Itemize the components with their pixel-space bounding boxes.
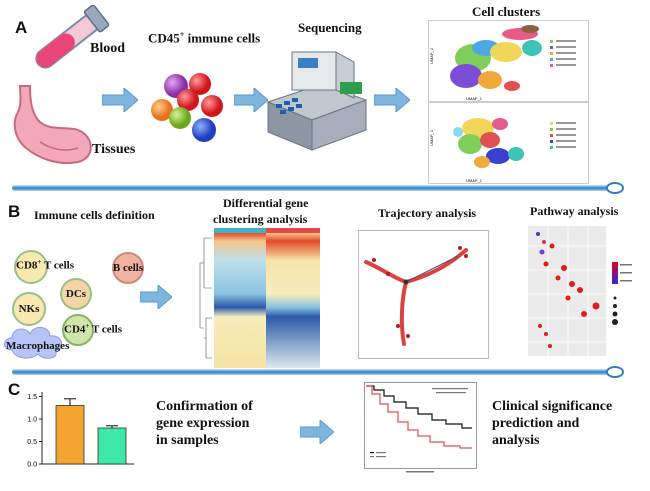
cell-clusters-label: Cell clusters xyxy=(472,4,541,19)
expression-bar-chart: 0.0 0.5 1.0 1.5 xyxy=(27,392,134,469)
immune-cells-cluster-icon xyxy=(151,73,223,142)
dc-cell: DCs xyxy=(60,278,92,310)
umap-plot-top: UMAP_1 UMAP_2 xyxy=(428,20,589,102)
clinical-significance-label: Clinical significance prediction and ana… xyxy=(492,399,613,448)
flow-arrow-icon xyxy=(300,420,334,444)
cd8-cell xyxy=(14,250,48,284)
cd4-label: CD4+ T cells xyxy=(64,322,122,336)
umap-plot-bottom: UMAP_1 UMAP_2 xyxy=(428,102,589,184)
section-divider xyxy=(12,369,618,375)
umap-x-label: UMAP_1 xyxy=(466,178,483,183)
bar-y-tick-label: 1.5 xyxy=(27,394,37,401)
bar xyxy=(55,405,85,465)
bar xyxy=(97,427,127,465)
umap-y-label: UMAP_2 xyxy=(429,47,434,64)
trajectory-plot xyxy=(358,230,489,359)
divider-end-cap xyxy=(606,182,624,194)
cd4-cell xyxy=(62,314,94,346)
nk-cell: NKs xyxy=(12,292,46,326)
pathway-label: Pathway analysis xyxy=(530,204,619,218)
flow-arrow-icon xyxy=(234,88,268,112)
diff-gene-label-2: clustering analysis xyxy=(213,212,308,226)
bar-y-tick-label: 0.0 xyxy=(27,462,37,469)
flow-arrow-icon xyxy=(102,88,138,112)
macrophages-label: Macrophages xyxy=(6,340,70,352)
tissues-label: Tissues xyxy=(92,142,136,157)
blood-label: Blood xyxy=(90,41,126,56)
divider-end-cap xyxy=(606,366,624,378)
panel-b-letter: B xyxy=(8,202,21,221)
sequencing-label: Sequencing xyxy=(298,20,362,35)
blood-tube-icon xyxy=(35,5,110,69)
umap-y-label: UMAP_2 xyxy=(429,129,434,146)
bar-y-tick-label: 0.5 xyxy=(27,439,37,446)
trajectory-label: Trajectory analysis xyxy=(378,206,477,220)
confirmation-label: Confirmation of gene expression in sampl… xyxy=(156,399,253,448)
macrophage-cloud-icon xyxy=(4,327,63,359)
flow-arrow-icon xyxy=(374,88,410,112)
b-cell: B cells xyxy=(112,252,144,284)
pathway-dotplot xyxy=(528,226,632,356)
cd8-label: CD8+ T cells xyxy=(16,258,74,272)
immune-definition-label: Immune cells definition xyxy=(34,208,155,222)
panel-a-letter: A xyxy=(15,18,28,37)
diff-gene-label-1: Differential gene xyxy=(223,196,309,210)
bar-y-tick-label: 1.0 xyxy=(27,417,37,424)
cd45-label: CD45+ immune cells xyxy=(148,30,261,46)
section-divider xyxy=(12,185,618,191)
flow-arrow-icon xyxy=(140,285,172,309)
heatmap-plot xyxy=(199,228,320,368)
survival-curve-plot xyxy=(364,382,477,473)
sequencer-machine-icon xyxy=(266,51,367,151)
panel-c-letter: C xyxy=(8,380,21,399)
umap-x-label: UMAP_1 xyxy=(466,96,483,101)
stomach-icon xyxy=(13,85,92,164)
